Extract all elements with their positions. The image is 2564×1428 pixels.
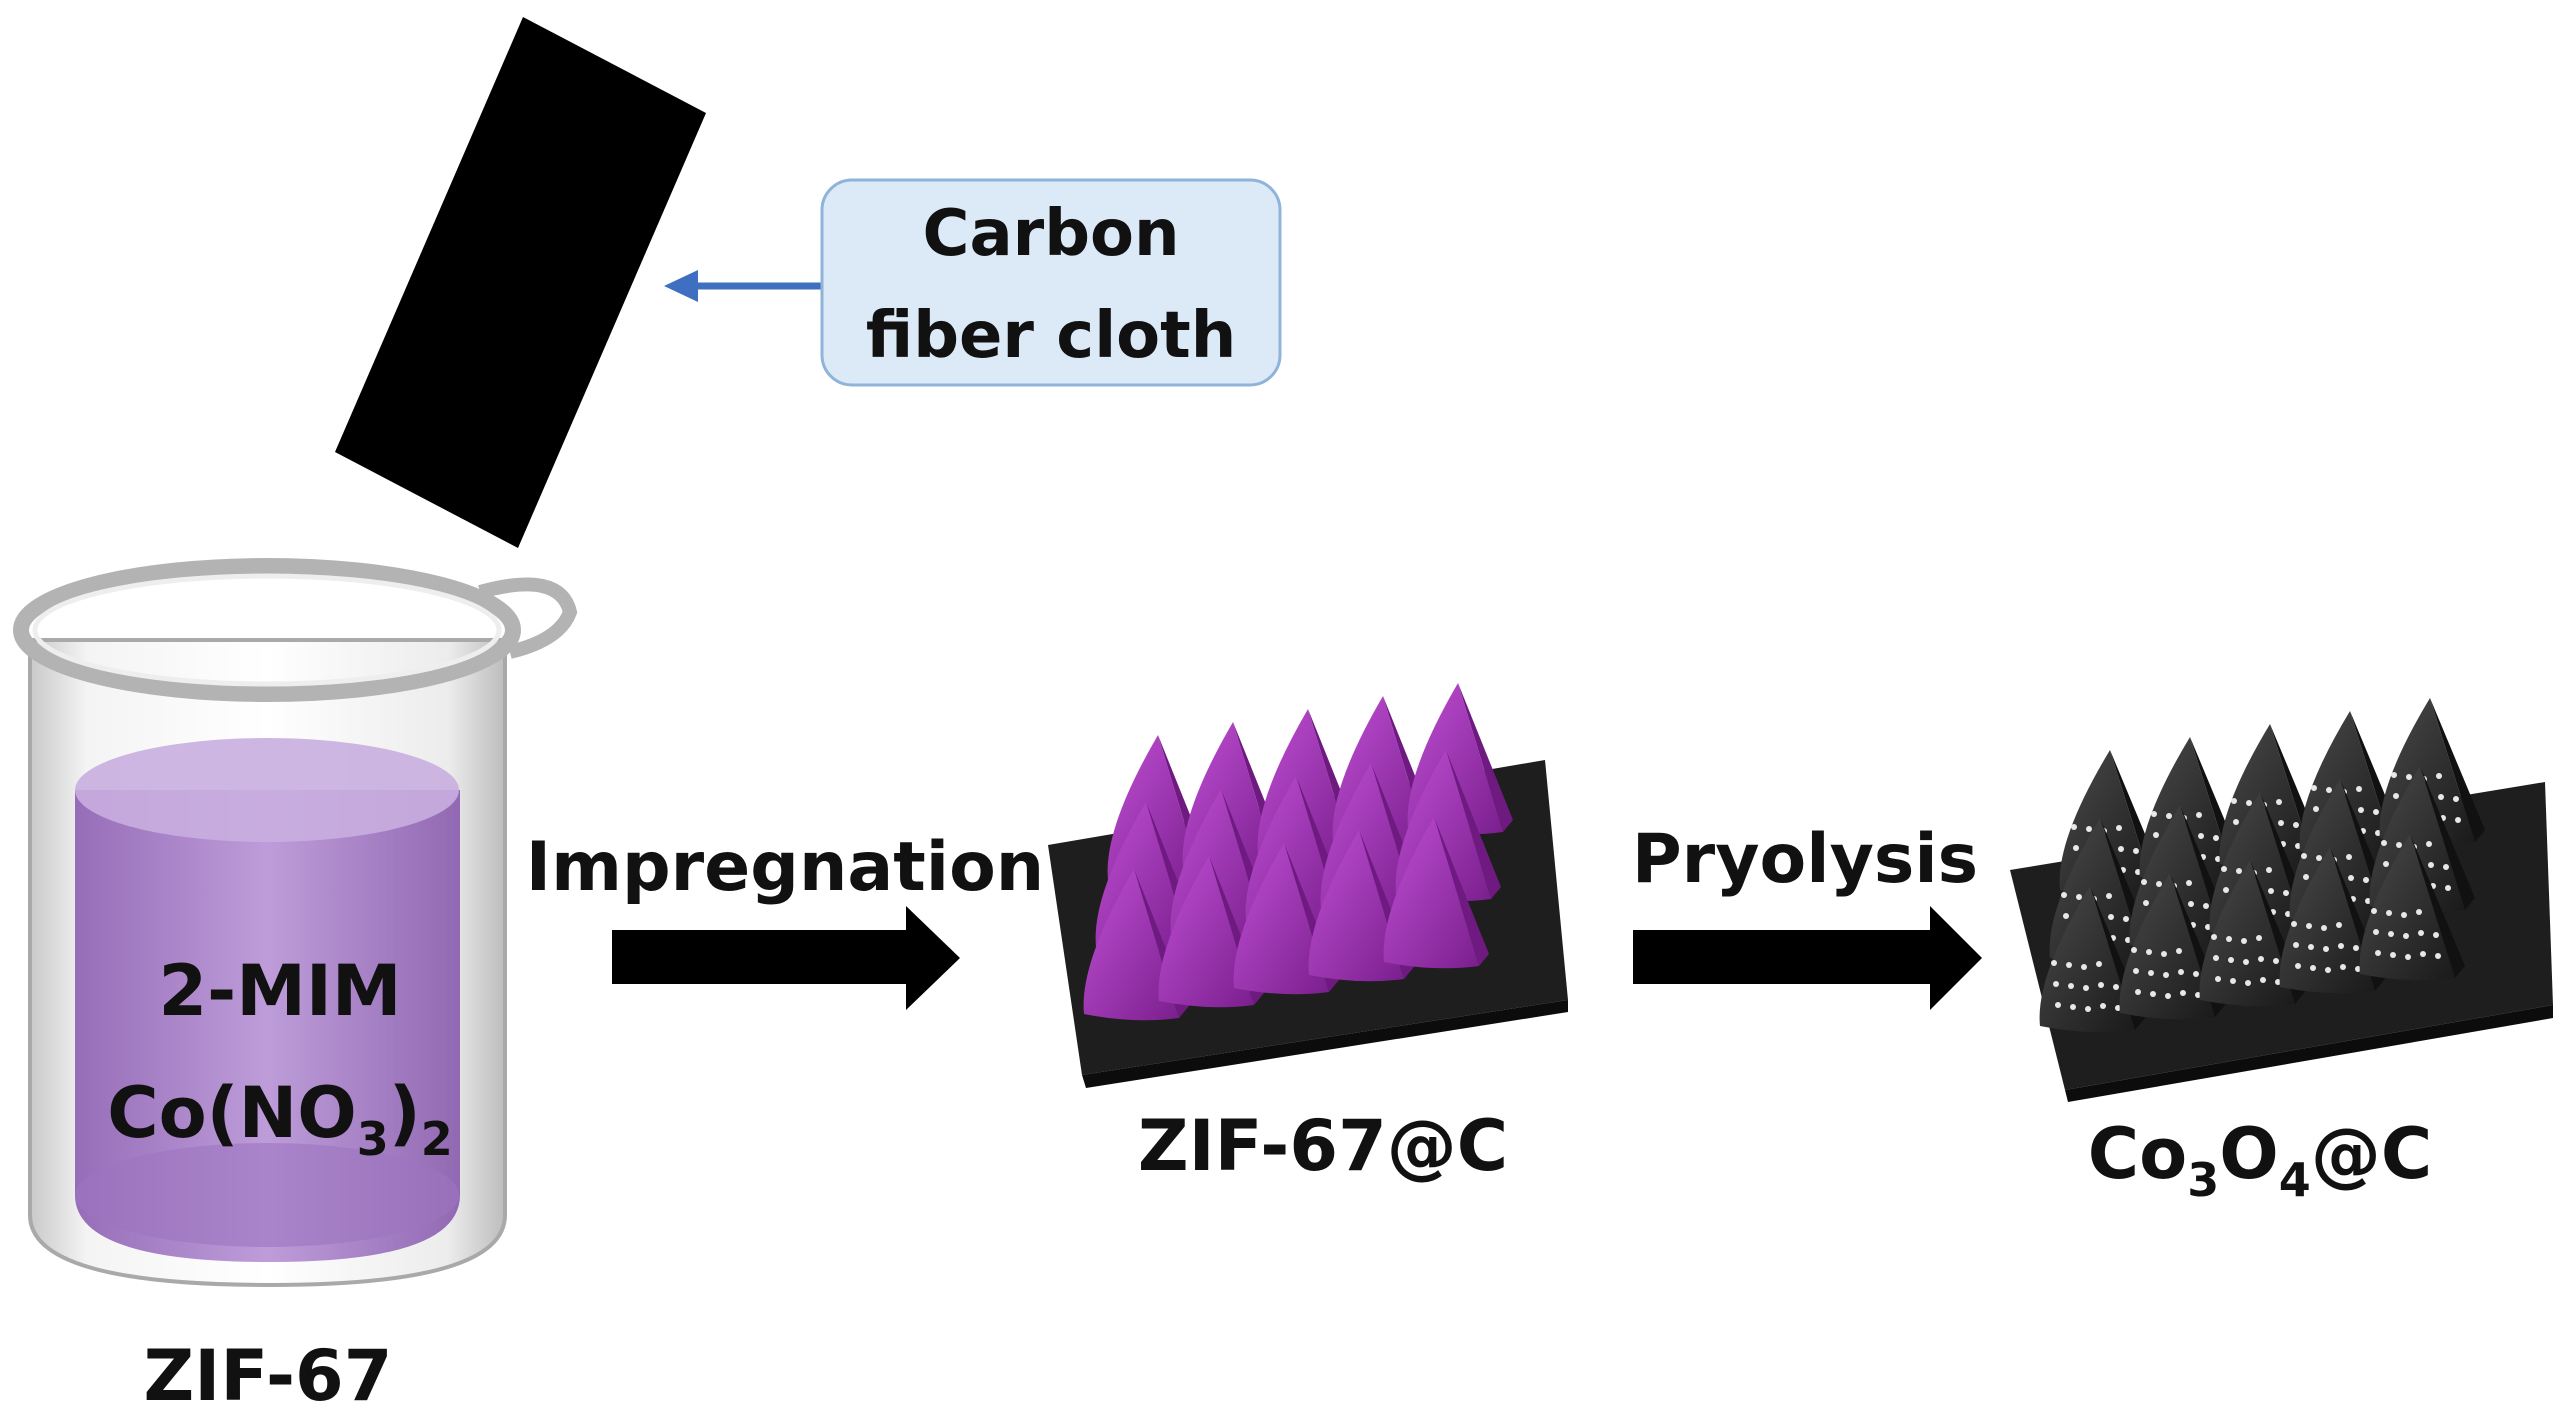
pyrolysis-label: Pryolysis — [1632, 820, 1978, 899]
beaker-solution — [75, 738, 460, 1262]
carbon-fiber-cloth-callout: Carbon fiber cloth — [820, 178, 1282, 387]
co3o4-pyramid-array — [2039, 698, 2485, 1033]
beaker-rim — [13, 558, 521, 702]
co3o4c-caption: Co3O4@C — [2088, 1113, 2432, 1207]
callout-line2: fiber cloth — [866, 299, 1237, 373]
beaker: 2-MIM Co(NO3)2 — [13, 558, 578, 1288]
zif67-caption: ZIF-67 — [144, 1335, 393, 1417]
impregnation-label: Impregnation — [526, 828, 1044, 907]
zif67c-caption: ZIF-67@C — [1138, 1105, 1508, 1187]
pyrolysis-arrow — [1633, 906, 1982, 1010]
impregnation-arrow — [612, 906, 960, 1010]
beaker-line1: 2-MIM — [158, 950, 401, 1032]
zif67-on-carbon-board — [1048, 683, 1568, 1088]
carbon-fiber-cloth-sheet — [335, 17, 706, 548]
callout-arrow — [664, 270, 822, 302]
co3o4-on-carbon-board — [2010, 698, 2553, 1102]
pyramid — [1383, 817, 1489, 969]
callout-line1: Carbon — [922, 197, 1179, 271]
pyramid — [2359, 834, 2465, 981]
beaker-formula: Co(NO3)2 — [107, 1072, 453, 1166]
zif67-pyramid-array — [1083, 683, 1513, 1021]
beaker-spout — [478, 577, 578, 659]
